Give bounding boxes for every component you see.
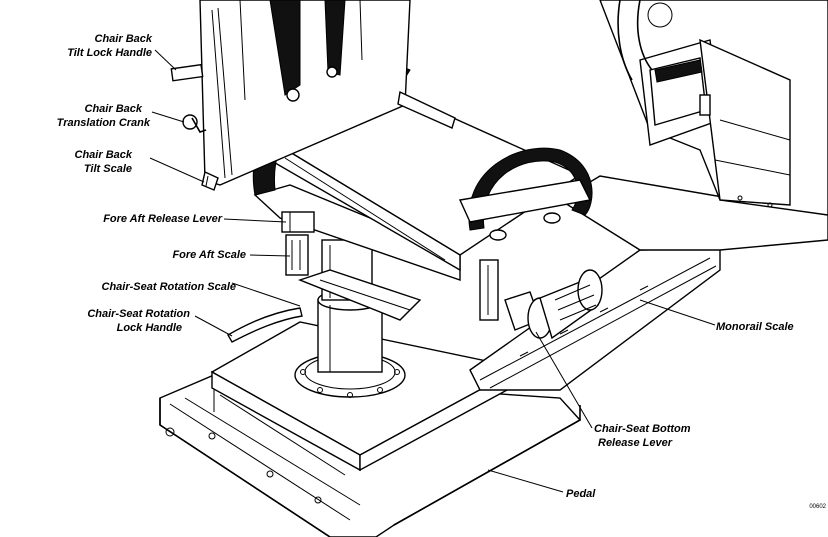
label-fore-aft-scale: Fore Aft Scale bbox=[172, 249, 246, 261]
label-fore-aft-release-lever: Fore Aft Release Lever bbox=[103, 213, 223, 225]
monorail-roller bbox=[527, 269, 603, 340]
callout-labels: Chair Back Tilt Lock Handle Chair Back T… bbox=[57, 33, 827, 510]
label-chair-back-tilt-scale-line2: Tilt Scale bbox=[84, 163, 132, 175]
label-chair-back-translation-crank: Chair Back bbox=[85, 103, 143, 115]
label-pedal: Pedal bbox=[566, 488, 596, 500]
chair-back bbox=[170, 0, 456, 191]
floor-plate-right bbox=[558, 175, 828, 251]
label-chair-back-translation-crank-line2: Translation Crank bbox=[57, 117, 151, 129]
label-chair-back-tilt-scale: Chair Back bbox=[75, 149, 133, 161]
leader-lines bbox=[149, 49, 716, 493]
label-chair-back-tilt-lock-handle: Chair Back bbox=[95, 33, 153, 45]
label-chair-seat-bottom-release-lever-line2: Release Lever bbox=[598, 437, 673, 449]
label-chair-seat-bottom-release-lever: Chair-Seat Bottom bbox=[594, 423, 691, 435]
label-chair-seat-rotation-lock-handle: Chair-Seat Rotation bbox=[87, 308, 190, 320]
label-chair-seat-rotation-scale: Chair-Seat Rotation Scale bbox=[102, 281, 236, 293]
pedestal-column bbox=[294, 239, 406, 398]
seat-bottom-release bbox=[479, 259, 541, 331]
label-chair-back-tilt-lock-handle-line2: Tilt Lock Handle bbox=[67, 47, 152, 59]
monorail-track bbox=[469, 247, 721, 391]
leg-strap bbox=[458, 147, 593, 241]
machine-console bbox=[599, 0, 828, 216]
figure-code: 00602 bbox=[809, 504, 826, 510]
label-monorail-scale: Monorail Scale bbox=[716, 321, 794, 333]
rotation-lock-handle bbox=[227, 307, 303, 343]
fore-aft-mechanism bbox=[281, 211, 315, 276]
label-chair-seat-rotation-lock-handle-line2: Lock Handle bbox=[117, 322, 182, 334]
